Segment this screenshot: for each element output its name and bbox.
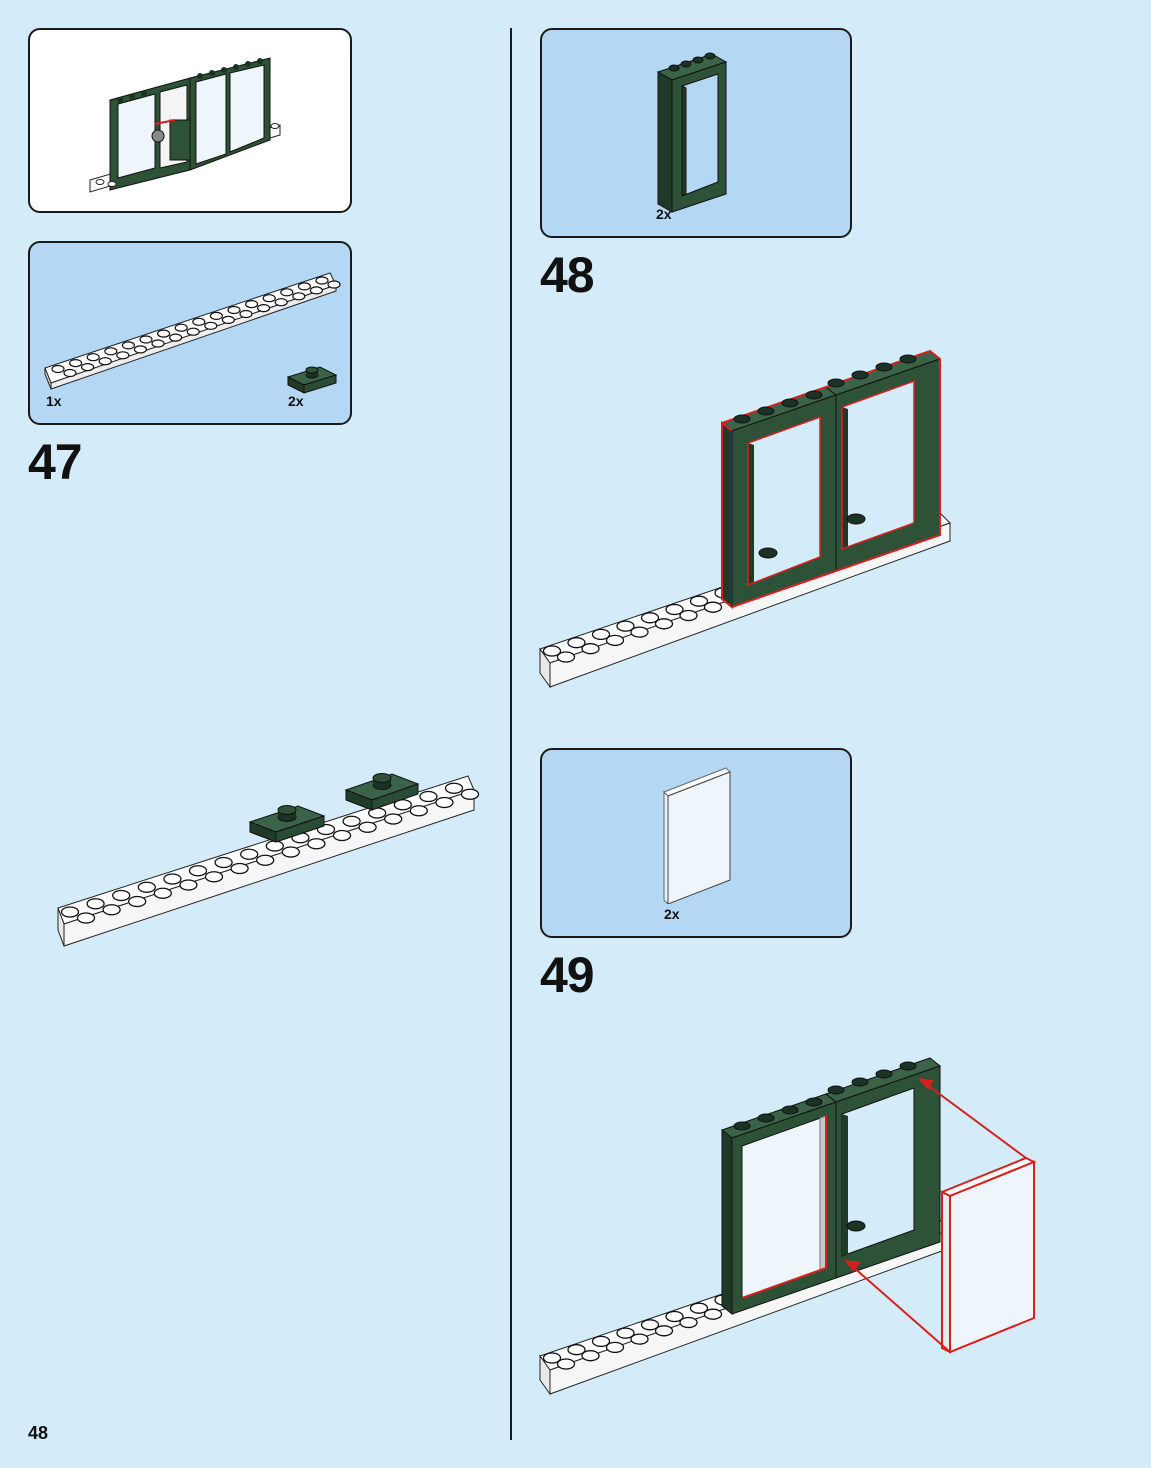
plate-stud [558,652,575,662]
plate-stud [87,899,104,909]
plate-stud [210,312,222,319]
plate-stud [310,287,322,294]
plate-stud [240,311,252,318]
plate-stud [215,858,232,868]
plate-stud [316,277,328,284]
plate-stud [62,907,79,917]
plate-stud [293,293,305,300]
step-47-parts-panel: 1x 2x [28,241,352,425]
plate-stud [656,1326,673,1336]
glass-pane-icon [658,764,738,904]
step-48-parts-panel: 2x [540,28,852,238]
step-47-part-2-quantity: 2x [288,393,304,409]
plate-stud [705,1309,722,1319]
plate-stud [158,330,170,337]
plate-stud [558,1359,575,1369]
plate-stud [607,1342,624,1352]
plate-stud [113,891,130,901]
plate-stud [298,283,310,290]
plate-stud [190,866,207,876]
plate-stud [103,905,120,915]
plate-stud [129,897,146,907]
plate-stud [607,635,624,645]
plate-stud [206,872,223,882]
plate-stud [246,301,258,308]
plate-stud [164,874,181,884]
plate-stud [241,849,258,859]
column-divider [510,28,512,1440]
plate-stud [78,913,95,923]
plate-stud [105,348,117,355]
plate-stud [152,340,164,347]
step-49-number: 49 [540,946,594,1004]
step-49-part-1-quantity: 2x [664,906,680,922]
plate-stud [140,336,152,343]
plate-stud [281,289,293,296]
plate-stud [228,307,240,314]
submodel-preview-image [30,30,350,211]
plate-stud [99,358,111,365]
plate-stud [52,366,64,373]
plate-stud [680,611,697,621]
page-number: 48 [28,1423,48,1444]
plate-stud [231,864,248,874]
plate-stud [410,806,427,816]
plate-stud [138,882,155,892]
plate-stud [343,816,360,826]
plate-stud [257,855,274,865]
plate-stud [205,322,217,329]
plate-stud [436,798,453,808]
plate-stud [170,334,182,341]
plate-stud [117,352,129,359]
plate-stud [385,814,402,824]
step-47-part-1-quantity: 1x [46,393,62,409]
plate-stud [631,627,648,637]
plate-stud [328,281,340,288]
step-48-number: 48 [540,246,594,304]
step-49-assembly-image [536,1050,1076,1400]
step-47-number: 47 [28,433,82,491]
plate-stud [154,888,171,898]
plate-stud [266,841,283,851]
plate-stud [122,342,134,349]
door-frame-icon [652,44,732,214]
plate-stud [193,318,205,325]
step-48-assembly-image [536,345,956,685]
plate-stud [175,324,187,331]
plate-stud [263,295,275,302]
plate-stud [631,1334,648,1344]
plate-stud [70,360,82,367]
plate-stud [258,305,270,312]
plate-stud [359,822,376,832]
plate-stud [680,1318,697,1328]
step-49-parts-panel: 2x [540,748,852,938]
plate-stud [187,328,199,335]
plate-stud [420,792,437,802]
plate-stud [582,1351,599,1361]
plate-stud [462,789,479,799]
plate-stud [308,839,325,849]
step-48-part-1-quantity: 2x [656,206,672,222]
plate-stud [64,370,76,377]
plate-stud [275,299,287,306]
plate-stud [334,831,351,841]
plate-stud [82,364,94,371]
plate-stud [705,602,722,612]
plate-stud [87,354,99,361]
plate-stud [134,346,146,353]
plate-stud [582,644,599,654]
plate-stud [282,847,299,857]
submodel-preview-panel [28,28,352,213]
plate-stud [180,880,197,890]
plate-stud [446,783,463,793]
plate-stud [656,619,673,629]
plate-stud [222,316,234,323]
step-47-assembly-image [50,750,480,950]
